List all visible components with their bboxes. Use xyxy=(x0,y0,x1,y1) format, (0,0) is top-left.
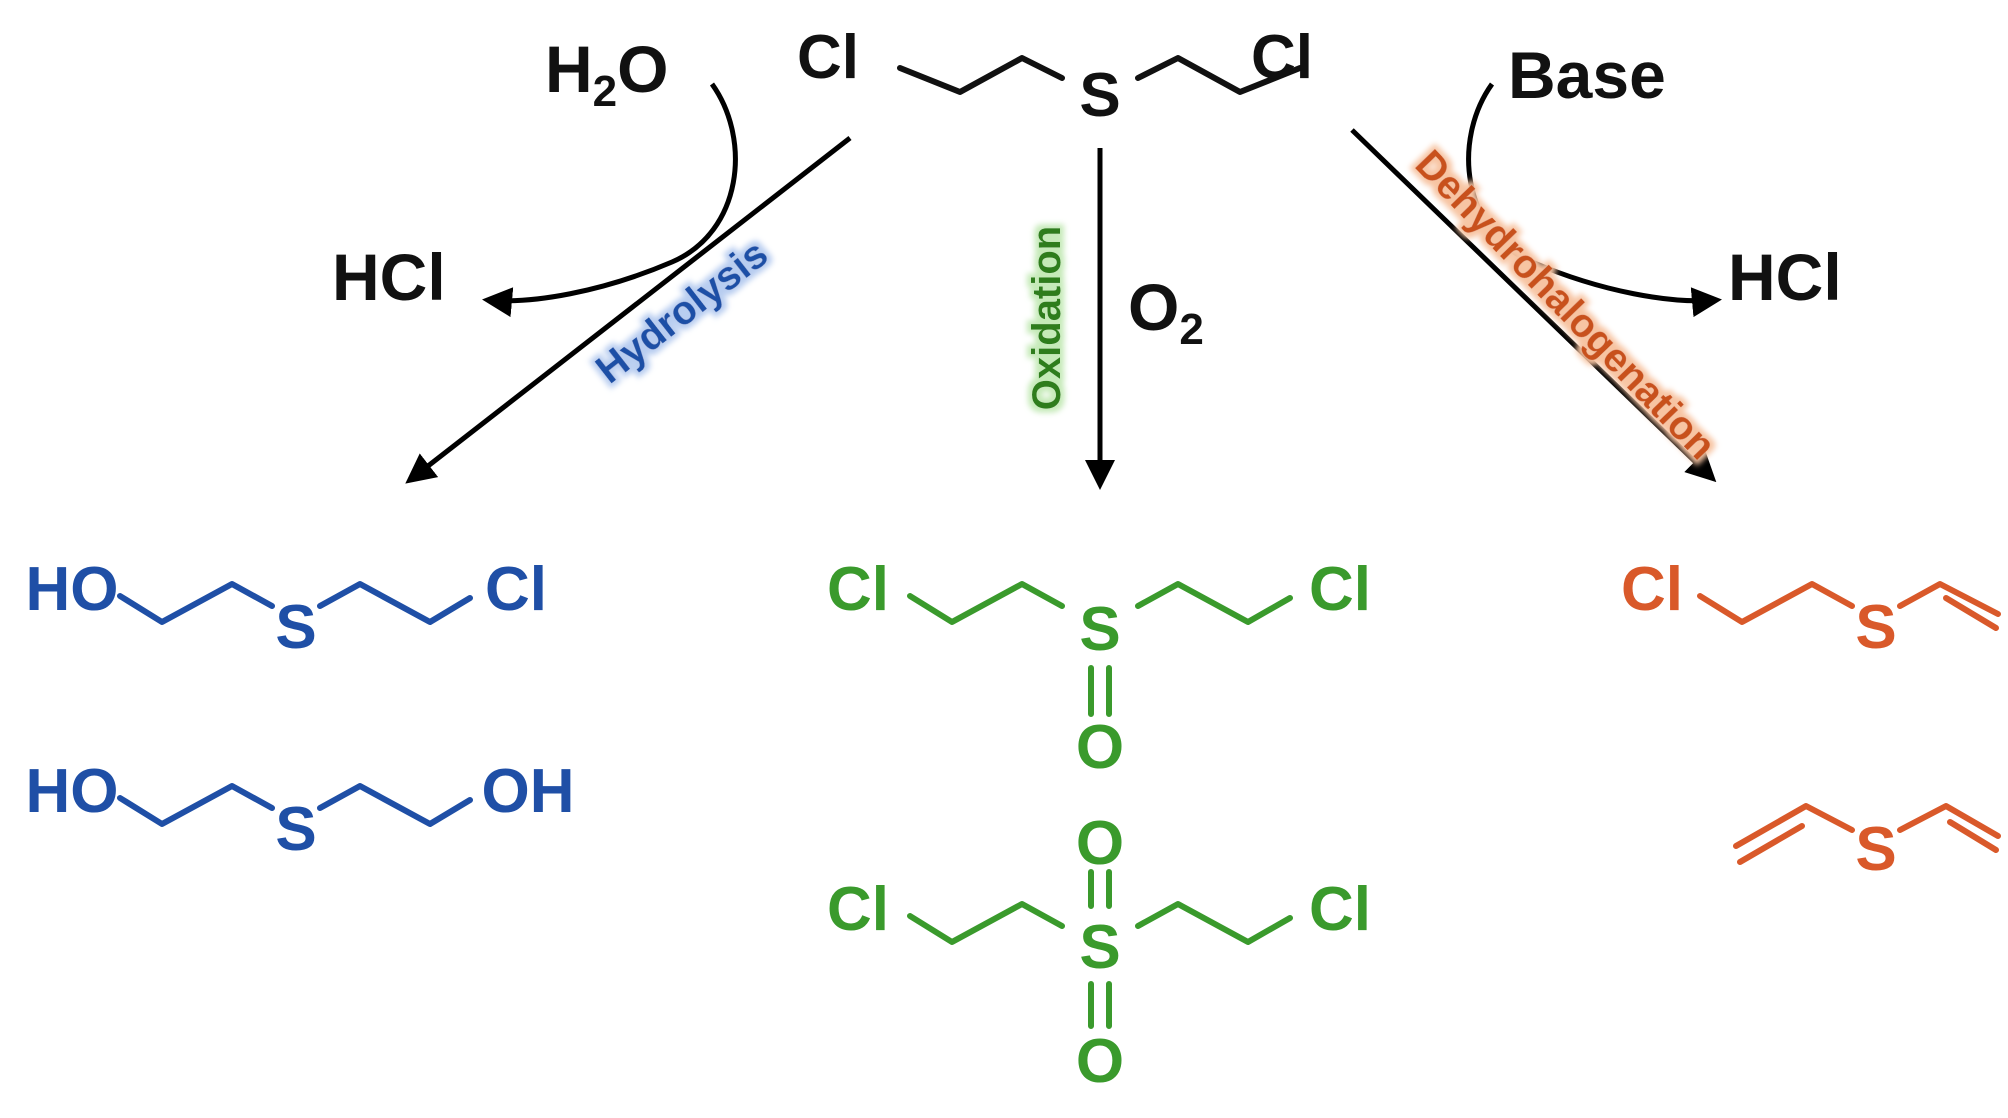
dehydrohalogenation-product-2: S xyxy=(1733,803,2001,884)
dehydrohalogenation-arrow xyxy=(1350,128,1717,483)
dehydrohalogenation-product-1-bonds xyxy=(1697,581,2001,625)
reactant-cl-right: Cl xyxy=(1251,23,1313,92)
oxidation-product-sulfoxide: Cl S Cl O xyxy=(827,555,1371,782)
oxidation-product-sulfone: Cl S Cl O O xyxy=(827,809,1371,1096)
hydrolysis-product-2-bonds xyxy=(117,783,473,827)
oxidation-product-2-double-bond-top xyxy=(1088,869,1112,909)
hydrolysis-product-2-sulfur: S xyxy=(275,795,316,864)
oxidation-product-2-oxygen-bottom: O xyxy=(1076,1027,1124,1096)
hydrolysis-product-2: HO S OH xyxy=(26,757,575,864)
hydrolysis-product-2-oh: OH xyxy=(482,757,575,826)
hydrolysis-curved-arrow xyxy=(482,82,738,318)
hydrolysis-pathway: H2O HCl Hydrolysis HO S Cl HO S OH xyxy=(26,32,852,864)
hydrolysis-product-1-sulfur: S xyxy=(275,593,316,662)
oxidation-product-2-bonds xyxy=(907,901,1293,945)
oxidation-product-1-cl-right: Cl xyxy=(1309,555,1371,624)
hydrolysis-reagent-in: H2O xyxy=(545,32,669,116)
reactant-bonds xyxy=(897,55,1303,95)
hydrolysis-product-1-cl: Cl xyxy=(485,555,547,624)
dehydrohalogenation-label: Dehydrohalogenation xyxy=(1407,142,1724,468)
oxidation-product-1-oxygen: O xyxy=(1076,713,1124,782)
dehydrohalogenation-reagent-out: HCl xyxy=(1728,240,1842,314)
dehydrohalogenation-product-1: Cl S xyxy=(1621,555,2001,662)
dehydrohalogenation-pathway: Base HCl Dehydrohalogenation Cl S S xyxy=(1350,38,2001,884)
dehydrohalogenation-product-2-vinyl-doubles xyxy=(1737,819,1999,865)
oxidation-reagent: O2 xyxy=(1128,270,1204,354)
oxidation-product-1-double-bond xyxy=(1088,665,1112,717)
oxidation-product-2-sulfur: S xyxy=(1079,913,1120,982)
hydrolysis-arrow xyxy=(405,136,852,484)
dehydrohalogenation-product-2-bonds xyxy=(1733,803,2001,849)
dehydrohalogenation-curved-arrow xyxy=(1466,82,1722,318)
hydrolysis-product-1: HO S Cl xyxy=(26,555,548,662)
oxidation-product-2-cl-right: Cl xyxy=(1309,875,1371,944)
dehydrohalogenation-product-1-vinyl-double xyxy=(1943,595,1999,631)
hydrolysis-product-2-ho: HO xyxy=(26,757,119,826)
dehydrohalogenation-reagent-in: Base xyxy=(1508,38,1666,112)
oxidation-product-1-sulfur: S xyxy=(1079,595,1120,664)
hydrolysis-product-1-ho: HO xyxy=(26,555,119,624)
reactant-molecule: Cl S Cl xyxy=(797,23,1313,130)
oxidation-label: Oxidation xyxy=(1025,226,1069,410)
oxidation-pathway: O2 Oxidation Cl S Cl O Cl S Cl O O xyxy=(827,148,1371,1096)
oxidation-product-2-cl-left: Cl xyxy=(827,875,889,944)
oxidation-product-1-bonds xyxy=(907,581,1293,625)
reactant-sulfur: S xyxy=(1079,61,1120,130)
dehydrohalogenation-product-2-sulfur: S xyxy=(1855,815,1896,884)
dehydrohalogenation-product-1-cl: Cl xyxy=(1621,555,1683,624)
hydrolysis-reagent-out: HCl xyxy=(332,240,446,314)
hydrolysis-product-1-bonds xyxy=(117,581,473,625)
dehydrohalogenation-product-1-sulfur: S xyxy=(1855,593,1896,662)
oxidation-product-2-double-bond-bottom xyxy=(1088,981,1112,1029)
oxidation-product-1-cl-left: Cl xyxy=(827,555,889,624)
oxidation-product-2-oxygen-top: O xyxy=(1076,809,1124,878)
reactant-cl-left: Cl xyxy=(797,23,859,92)
